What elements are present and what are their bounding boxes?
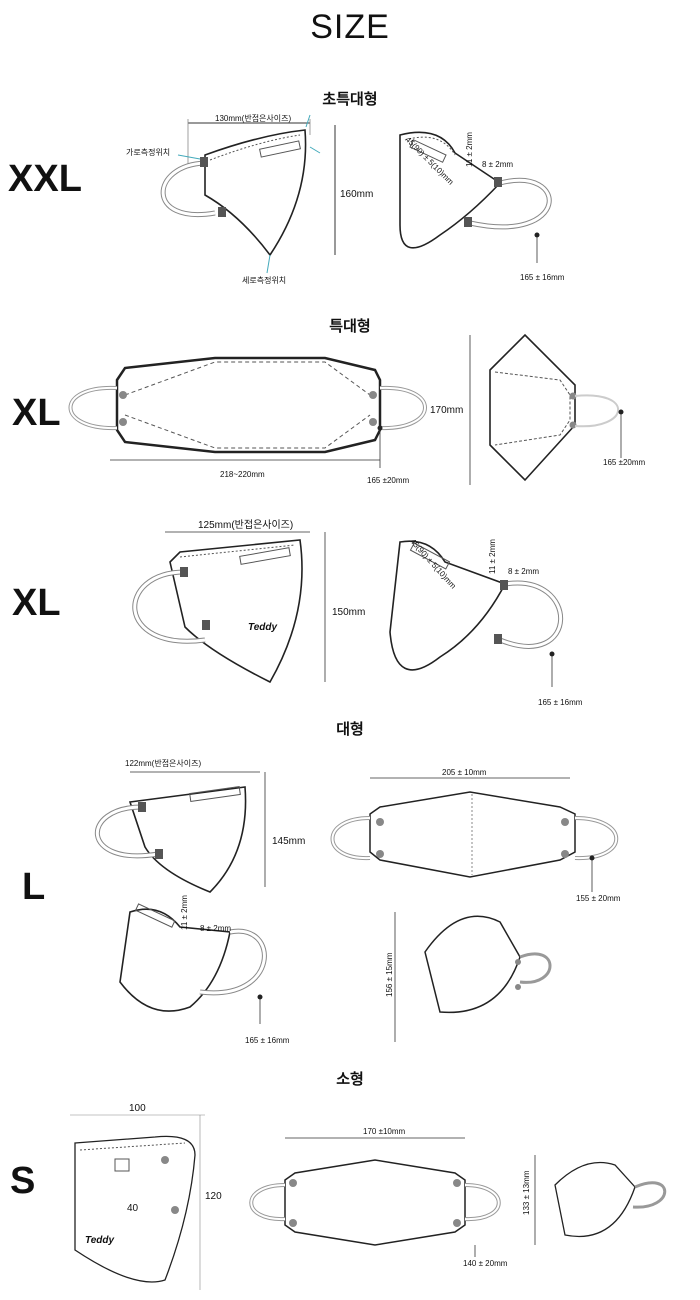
label-front-loop-l: 155 ± 20mm xyxy=(576,894,621,903)
label-ear-loop-front-xl-flat: 165 ±20mm xyxy=(367,476,410,485)
size-label-xxl: XXL xyxy=(8,158,82,200)
label-loop-side-l: 11 ± 2mm xyxy=(180,895,189,930)
mask-drawing-xl-folded xyxy=(132,531,564,687)
label-ear-loop-l: 165 ± 16mm xyxy=(245,1036,290,1045)
size-label-l: L xyxy=(22,866,46,908)
label-inner-40-s: 40 xyxy=(127,1203,139,1214)
diagram-s: 100 120 40 170 ±10mm 140 ± 20mm 133 ± 13… xyxy=(55,1095,695,1295)
label-height-xl-flat: 170mm xyxy=(430,405,464,416)
label-side-height-s: 133 ± 13mm xyxy=(522,1170,531,1215)
label-ear-loop-xxl: 165 ± 16mm xyxy=(520,273,565,282)
size-label-xl-flat: XL xyxy=(12,392,61,434)
section-title-s: 소형 xyxy=(336,1071,364,1088)
brand-logo-s: Teddy xyxy=(85,1235,115,1246)
mask-drawing-s xyxy=(70,1114,667,1290)
label-width-s: 100 xyxy=(129,1103,146,1114)
section-title-xl-flat: 특대형 xyxy=(329,318,371,335)
label-width-xl-folded: 125mm(반접은사이즈) xyxy=(198,520,294,531)
label-front-width-l: 205 ± 10mm xyxy=(442,768,487,777)
label-loop-gap-xxl: 8 ± 2mm xyxy=(482,160,514,169)
label-front-loop-s: 140 ± 20mm xyxy=(463,1259,508,1268)
size-label-xl-folded: XL xyxy=(12,582,61,624)
label-horiz-pos-xxl: 가로측정위치 xyxy=(126,148,171,157)
label-loop-gap-xl-folded: 8 ± 2mm xyxy=(508,567,540,576)
label-height-l: 145mm xyxy=(272,836,306,847)
label-width-xl-flat: 218~220mm xyxy=(220,470,265,479)
diagram-xl-flat: 218~220mm 165 ±20mm 170mm 165 ±20mm xyxy=(55,330,695,500)
diagram-xxl: 130mm(반접은사이즈) 가로측정위치 세로측정위치 160mm 45(90)… xyxy=(110,105,590,305)
label-side-height-l: 156 ± 15mm xyxy=(385,952,394,997)
label-width-xxl: 130mm(반접은사이즈) xyxy=(215,114,292,123)
label-loop-side-xxl: 11 ± 2mm xyxy=(465,132,474,167)
label-height-s: 120 xyxy=(205,1191,222,1202)
size-label-s: S xyxy=(10,1160,36,1202)
label-ear-loop-side-xl-flat: 165 ±20mm xyxy=(603,458,646,467)
mask-drawing-l xyxy=(94,771,619,1042)
mask-drawing-xxl xyxy=(160,114,552,274)
section-title-xxl: 초특대형 xyxy=(322,91,378,108)
label-ear-loop-xl-folded: 165 ± 16mm xyxy=(538,698,583,707)
label-loop-side-xl-folded: 11 ± 2mm xyxy=(488,539,497,574)
page-title: SIZE xyxy=(310,8,390,46)
section-title-l: 대형 xyxy=(336,721,364,738)
label-width-l: 122mm(반접은사이즈) xyxy=(125,759,202,768)
label-loop-gap-l: 8 ± 2mm xyxy=(200,924,232,933)
label-height-xl-folded: 150mm xyxy=(332,607,366,618)
brand-logo-xl-folded: Teddy xyxy=(248,622,278,633)
label-height-xxl: 160mm xyxy=(340,189,374,200)
diagram-l: 122mm(반접은사이즈) 145mm 8 ± 2mm 11 ± 2mm 165… xyxy=(80,752,700,1052)
label-front-width-s: 170 ±10mm xyxy=(363,1127,406,1136)
label-vert-pos-xxl: 세로측정위치 xyxy=(242,276,287,285)
mask-drawing-xl-flat xyxy=(68,333,624,485)
diagram-xl-folded: 125mm(반접은사이즈) 150mm 45(90) ± 5(10)mm 8 ±… xyxy=(110,512,590,712)
